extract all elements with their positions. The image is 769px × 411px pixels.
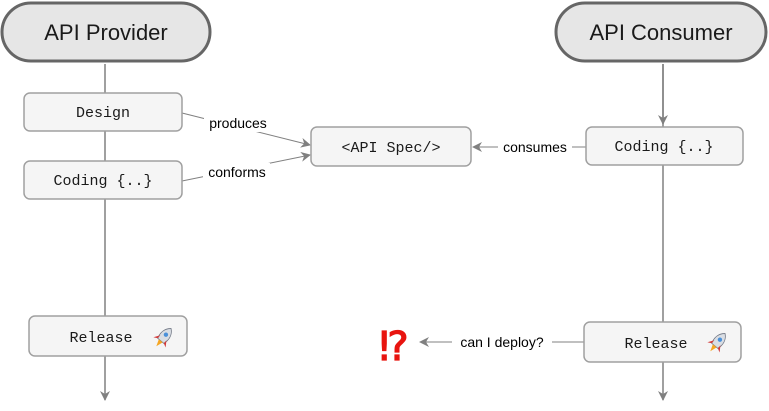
consumer-release-box[interactable]: Release (583, 321, 742, 363)
provider-release-box[interactable]: Release (28, 315, 188, 357)
provider-release-label: Release (69, 330, 132, 347)
consumer-pill[interactable]: API Consumer (554, 1, 768, 63)
provider-coding-label: Coding {..} (53, 173, 152, 190)
consumer-release-label: Release (624, 336, 687, 353)
provider-pill[interactable]: API Provider (0, 1, 212, 63)
provider-coding-box[interactable]: Coding {..} (23, 160, 183, 200)
consumer-coding-label: Coding {..} (614, 139, 713, 156)
api-spec-box[interactable]: <API Spec/> (310, 126, 472, 167)
provider-design-label: Design (76, 105, 130, 122)
provider-design-box[interactable]: Design (23, 92, 183, 132)
consumer-title: API Consumer (589, 20, 732, 45)
label-produces: produces (209, 115, 267, 131)
label-can-deploy: can I deploy? (460, 334, 543, 350)
provider-title: API Provider (44, 20, 168, 45)
label-conforms: conforms (208, 164, 266, 180)
exclamation-question-icon: ⁉ (379, 325, 408, 369)
consumer-coding-box[interactable]: Coding {..} (585, 126, 744, 166)
api-spec-label: <API Spec/> (341, 140, 440, 157)
label-consumes: consumes (503, 139, 567, 155)
